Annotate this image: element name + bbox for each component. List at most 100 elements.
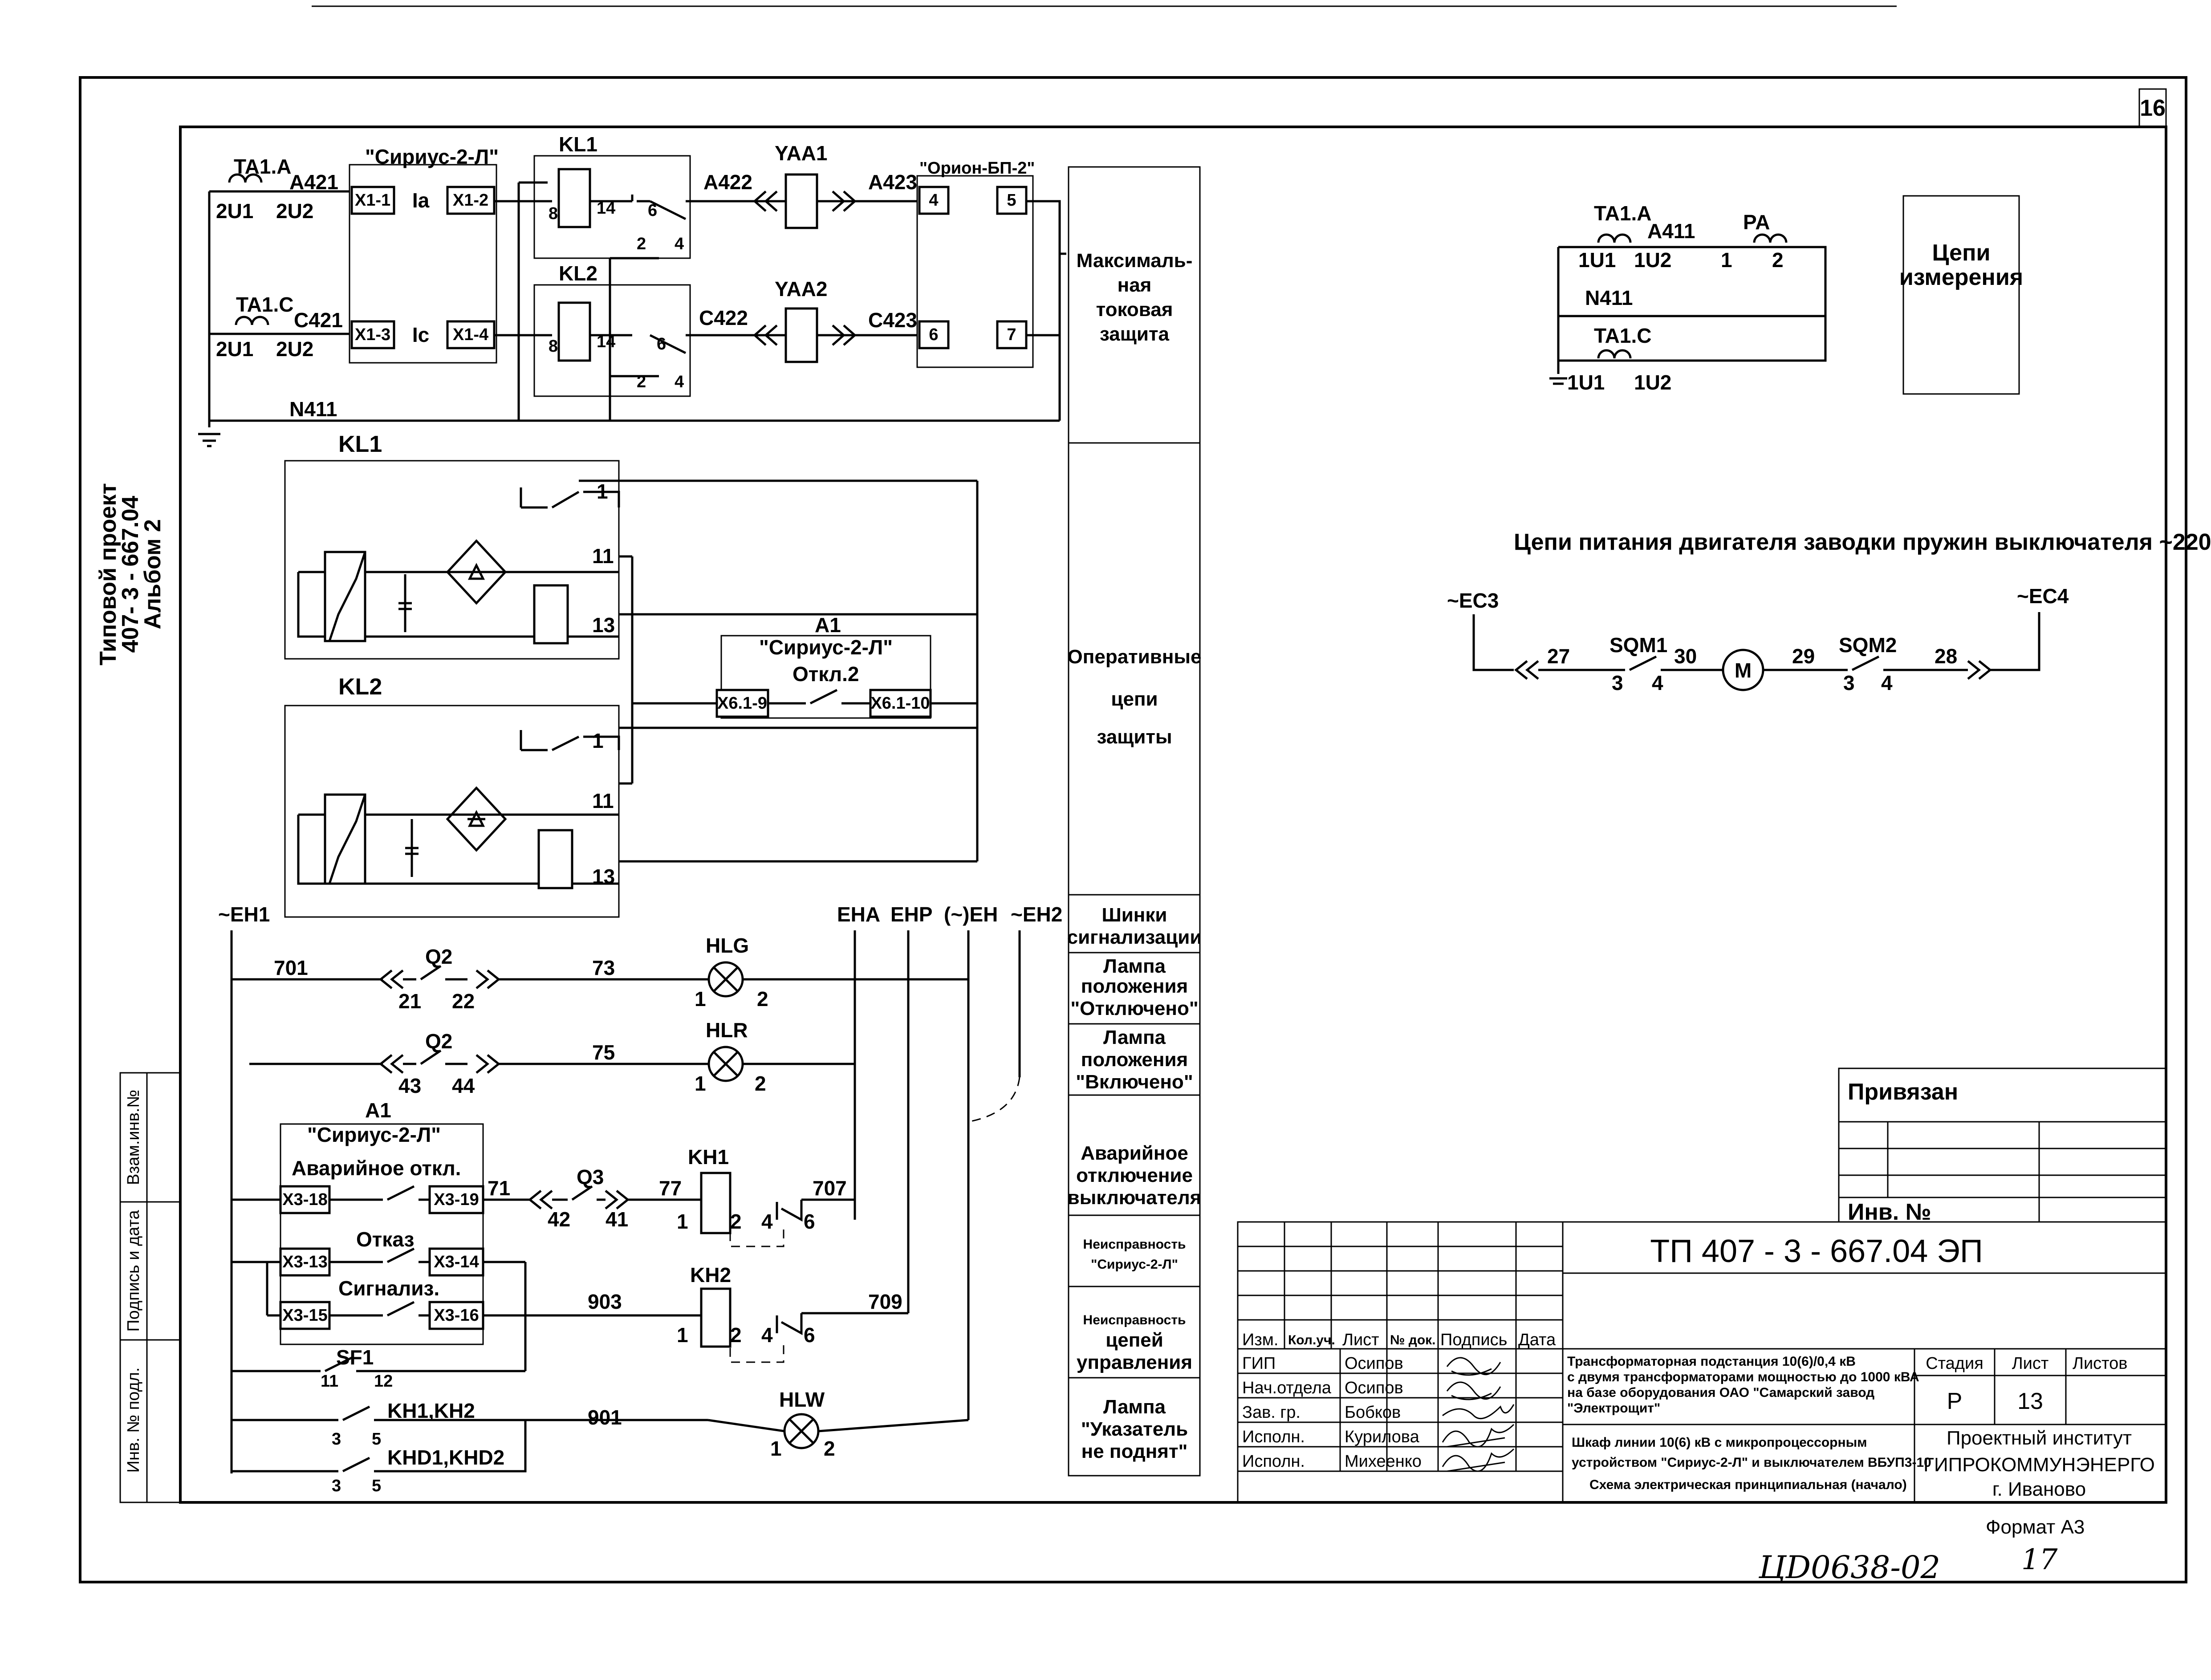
kl2-t1: 1 [592, 729, 604, 752]
wire-77: 77 [659, 1177, 682, 1200]
tb-role-2: Зав. гр. [1242, 1403, 1301, 1422]
kl1-c8: 8 [549, 204, 558, 223]
sirius-top-label: "Сириус-2-Л" [365, 145, 499, 168]
ic-label: Ic [412, 323, 429, 346]
terminal-x1-1: X1-1 [355, 191, 390, 210]
kl2-t13: 13 [592, 865, 615, 888]
section-off-1: Лампа [1103, 955, 1166, 977]
terminal-x6-1-9: X6.1-9 [717, 694, 767, 713]
stamp-original-inv: Инв. № подл. [124, 1368, 143, 1473]
tb-privyazan: Привязан [1848, 1079, 1958, 1105]
tb-role-3: Исполн. [1242, 1428, 1305, 1446]
section-mtz-2: ная [1118, 274, 1152, 296]
tb-role-4: Исполн. [1242, 1452, 1305, 1471]
terminal-x1-4: X1-4 [453, 325, 488, 344]
kh1-6: 6 [804, 1210, 815, 1233]
tb-inv: Инв. № [1848, 1199, 1931, 1225]
meas-ta1a: TA1.A [1594, 202, 1652, 225]
kh-c3: 3 [332, 1430, 341, 1449]
c423-label: C423 [868, 308, 917, 332]
terminal-x3-19: X3-19 [434, 1190, 479, 1209]
tb-name-0: Осипов [1345, 1354, 1403, 1373]
kh1-label: KH1 [688, 1145, 729, 1169]
relay-circuits: KL1 1 11 13 A1 "Сириус-2-Л" Откл.2 X6.1-… [284, 431, 979, 918]
motor-circuit: Цепи питания двигателя заводки пружин вы… [1447, 529, 2211, 694]
sqm1-c4: 4 [1652, 671, 1663, 694]
kl2-c6: 6 [657, 335, 666, 353]
section-off-2: положения [1081, 975, 1188, 997]
tb-desc1-3: "Электрощит" [1567, 1401, 1660, 1416]
kl1-c4: 4 [675, 235, 684, 253]
section-off-3: "Отключено" [1070, 998, 1198, 1019]
terminal-x1-2: X1-2 [453, 191, 488, 210]
q2-c44: 44 [452, 1074, 475, 1097]
tb-desc2-0: Шкаф линии 10(6) кВ с микропроцессорным [1572, 1435, 1867, 1450]
avar-label: Аварийное откл. [292, 1157, 461, 1180]
motor-w27: 27 [1547, 645, 1570, 668]
meas-p1: 1 [1721, 248, 1732, 272]
a421-label: A421 [289, 170, 338, 194]
tb-stage-header: Стадия [1926, 1354, 1983, 1373]
project-line-2: 407- 3 - 667.04 [118, 496, 143, 653]
section-bus-2: сигнализации [1067, 926, 1202, 948]
khd-c5: 5 [372, 1477, 381, 1495]
section-op-2: цепи [1111, 688, 1158, 710]
q2-c21: 21 [398, 990, 421, 1013]
sqm2-c3: 3 [1843, 671, 1855, 694]
section-mtz-1: Максималь- [1077, 250, 1193, 272]
section-flag-2: "Указатель [1081, 1418, 1188, 1440]
tb-desc1-0: Трансформаторная подстанция 10(6)/0,4 кВ [1567, 1354, 1856, 1369]
kh2-1: 1 [677, 1323, 688, 1347]
tb-role-0: ГИП [1242, 1354, 1276, 1373]
section-trip-3: выключателя [1068, 1187, 1202, 1209]
sf1-label: SF1 [336, 1346, 374, 1369]
format-label: Формат А3 [1986, 1516, 2085, 1538]
section-op-1: Оперативные [1068, 646, 1202, 668]
sf1-c12: 12 [374, 1372, 393, 1391]
sf1-c11: 11 [321, 1372, 338, 1391]
measurement-circuits: TA1.A A411 PA 1U1 1U2 1 2 N411 TA1.C 1U1… [1549, 195, 2023, 395]
otkaz-label: Отказ [356, 1228, 414, 1251]
orion-5: 5 [1007, 191, 1016, 210]
section-op-3: защиты [1097, 726, 1172, 748]
kl2-top-label: KL2 [559, 262, 597, 285]
terminal-x3-15: X3-15 [282, 1306, 327, 1325]
tb-col-koluch: Кол.уч. [1288, 1333, 1335, 1347]
motor-m: M [1735, 659, 1752, 682]
wire-71: 71 [488, 1177, 510, 1200]
kh1-4: 4 [761, 1210, 773, 1233]
left-stamp: Взам.инв.№ Подпись и дата Инв. № подл. [119, 1072, 181, 1503]
section-fault-1: Неисправность [1083, 1237, 1186, 1252]
bus-eh1: ~EH1 [218, 903, 270, 926]
section-flag-1: Лампа [1103, 1396, 1166, 1418]
bus-ehp: EHP [890, 903, 933, 926]
bus-eh: (~)EH [944, 903, 998, 926]
q3-c42: 42 [548, 1208, 570, 1231]
sqm2-label: SQM2 [1839, 633, 1897, 657]
section-flag-3: не поднят" [1081, 1441, 1188, 1462]
sqm2-c4: 4 [1881, 671, 1893, 694]
wire-707: 707 [813, 1177, 847, 1200]
meas-title-1: Цепи [1932, 240, 1991, 266]
meas-ta1c: TA1.C [1594, 324, 1652, 347]
kl2-c8: 8 [549, 337, 558, 356]
sheet-frame: 16 [79, 5, 2187, 1583]
tb-desc1-1: с двумя трансформаторами мощностью до 10… [1567, 1370, 1919, 1384]
hlr-label: HLR [706, 1019, 748, 1042]
sqm1-label: SQM1 [1609, 633, 1667, 657]
hlg-label: HLG [706, 934, 749, 957]
hlr-1: 1 [695, 1072, 706, 1095]
tb-desc1-2: на базе оборудования ОАО "Самарский заво… [1567, 1385, 1874, 1400]
meas-p2: 2 [1772, 248, 1784, 272]
handwritten-sheet: 17 [2021, 1543, 2058, 1576]
wire-903: 903 [588, 1290, 622, 1313]
kh2-4: 4 [761, 1323, 773, 1347]
stamp-replace-inv: Взам.инв.№ [124, 1090, 143, 1185]
kl2-c4: 4 [675, 373, 684, 391]
max-current-protection: TA1.A A421 2U1 2U2 TA1.C C421 2U1 2U2 "С… [198, 133, 1066, 447]
tb-name-1: Осипов [1345, 1379, 1403, 1397]
kh1kh2-label: KH1,KH2 [387, 1399, 475, 1422]
ta1a-label: TA1.A [234, 155, 292, 178]
tb-role-1: Нач.отдела [1242, 1379, 1332, 1397]
